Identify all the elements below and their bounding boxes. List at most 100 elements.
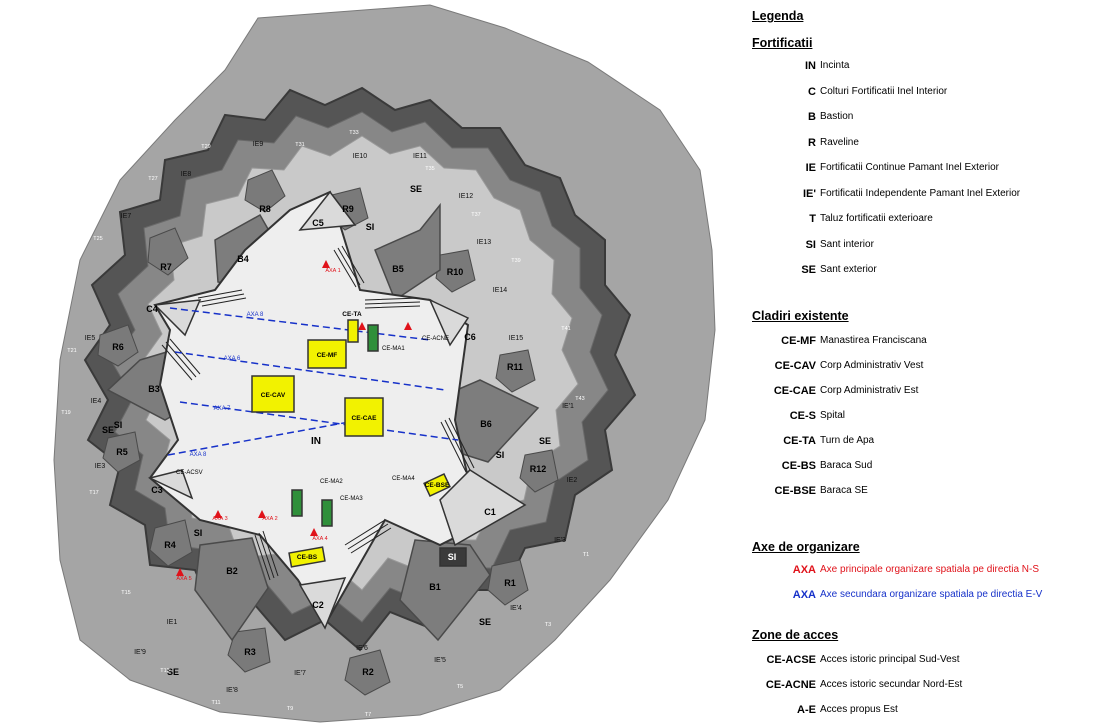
label-t3: T3 xyxy=(545,622,551,628)
legend-row-fortificatii: IE'Fortificatii Independente Pamant Inel… xyxy=(712,186,1109,202)
legend-code: IE xyxy=(805,162,816,174)
label-ce-acsv: CE-ACSV xyxy=(176,470,203,476)
coltur-c5 xyxy=(298,190,357,231)
legend-code: AXA xyxy=(792,589,816,601)
label-ce-ma4: CE-MA4 xyxy=(392,476,415,482)
legend-row-axe: AXA Axe principale organizare spatiala pe… xyxy=(712,562,1109,578)
label-ie2: IE2 xyxy=(567,477,578,484)
legend-code: CE-CAV xyxy=(774,360,816,372)
label-ie4: IE4 xyxy=(91,398,102,405)
label-in: IN xyxy=(311,436,321,447)
label-si-4: SI xyxy=(496,450,505,460)
legend-code: CE-ACNE xyxy=(765,679,816,691)
label-iep4: IE'4 xyxy=(510,605,522,612)
label-r1: R1 xyxy=(504,578,516,588)
label-t41: T41 xyxy=(561,326,570,332)
label-b5: B5 xyxy=(392,264,404,274)
label-t23: T23 xyxy=(61,290,70,296)
raveline-r7 xyxy=(147,227,189,276)
legend-code: CE-BSE xyxy=(774,485,816,497)
label-ie14: IE14 xyxy=(493,287,508,294)
label-ce-bse: CE-BSE xyxy=(425,482,450,489)
legend-section-fortificatii: Fortificatii xyxy=(752,36,813,50)
legend-code: A-E xyxy=(797,704,816,716)
axa-ns-arrow-6 xyxy=(310,528,318,536)
label-c6: C6 xyxy=(464,332,476,342)
label-ce-ma3: CE-MA3 xyxy=(340,496,363,502)
legend-section-axe: Axe de organizare xyxy=(752,540,860,554)
label-c1: C1 xyxy=(484,507,496,517)
legend-description: Axe principale organizare spatiala pe di… xyxy=(820,564,1040,575)
raveline-r11 xyxy=(495,349,536,393)
raveline-r3 xyxy=(227,627,271,673)
label-ie1: IE1 xyxy=(167,619,178,626)
legend-code: CE-CAE xyxy=(773,385,816,397)
label-t33: T33 xyxy=(349,130,358,136)
label-c3: C3 xyxy=(151,485,163,495)
label-t37: T37 xyxy=(471,212,480,218)
label-ce-ma1: CE-MA1 xyxy=(382,346,405,352)
label-axa-3: AXA 3 xyxy=(212,516,227,522)
legend-row-fortificatii: IE Fortificatii Continue Pamant Inel Exte… xyxy=(712,160,1109,176)
label-c2: C2 xyxy=(312,600,324,610)
legend-code: R xyxy=(808,137,816,149)
label-t31: T31 xyxy=(295,142,304,148)
label-t17: T17 xyxy=(89,490,98,496)
axa-ev-3 xyxy=(179,401,459,441)
label-t27: T27 xyxy=(148,176,157,182)
building-cav xyxy=(251,375,295,413)
coltur-c6 xyxy=(428,298,470,347)
raveline-r10 xyxy=(435,249,476,293)
label-t19: T19 xyxy=(61,410,70,416)
label-r8: R8 xyxy=(259,204,271,214)
label-ie7: IE7 xyxy=(121,213,132,220)
label-t7: T7 xyxy=(365,712,371,718)
bastion-b5 xyxy=(374,202,441,302)
label-axa-top: AXA 8 xyxy=(247,312,264,318)
label-axa-4: AXA 4 xyxy=(312,536,327,542)
legend-description: Taluz fortificatii exterioare xyxy=(820,213,933,224)
legend-description: Fortificatii Continue Pamant Inel Exteri… xyxy=(820,162,999,173)
legend-description: Spital xyxy=(820,410,846,421)
label-se-2: SE xyxy=(539,436,551,446)
label-ie15: IE15 xyxy=(509,335,524,342)
bastion-b2 xyxy=(194,537,269,642)
label-ce-acne: CE-ACNE xyxy=(422,336,449,342)
legend-code: B xyxy=(808,111,816,123)
legend-description: Acces istoric principal Sud-Vest xyxy=(820,654,960,665)
label-t35: T35 xyxy=(425,166,434,172)
label-b3: B3 xyxy=(148,384,160,394)
label-ce-mf: CE-MF xyxy=(317,352,338,359)
label-b4: B4 xyxy=(237,254,249,264)
legend-description: Colturi Fortificatii Inel Interior xyxy=(820,86,948,97)
label-si-1: SI xyxy=(366,222,375,232)
legend-description: Corp Administrativ Vest xyxy=(820,360,924,371)
label-c5: C5 xyxy=(312,218,324,228)
label-ce-ta: CE-TA xyxy=(342,311,362,318)
label-se-3: SE xyxy=(479,617,491,627)
fortress-site-plan: IN C1 C2 C3 C4 C5 C6 B1 B2 B3 B4 B5 B6 R… xyxy=(53,4,716,723)
legend-description: Axe secundara organizare spatiala pe dir… xyxy=(820,589,1043,600)
legend-code: AXA xyxy=(792,564,816,576)
label-ie13: IE13 xyxy=(477,239,492,246)
label-t11: T11 xyxy=(211,700,220,706)
axa-ns-arrow-5 xyxy=(258,510,266,518)
ramp-w xyxy=(161,338,201,381)
raveline-r2 xyxy=(344,649,391,696)
ramp-e xyxy=(440,417,475,473)
label-r12: R12 xyxy=(530,464,547,474)
label-ie9: IE9 xyxy=(253,141,264,148)
label-si-5: SI xyxy=(448,552,457,562)
legend-code: CE-BS xyxy=(781,460,816,472)
legend-code: CE-TA xyxy=(783,435,816,447)
coltur-c1 xyxy=(439,469,527,547)
